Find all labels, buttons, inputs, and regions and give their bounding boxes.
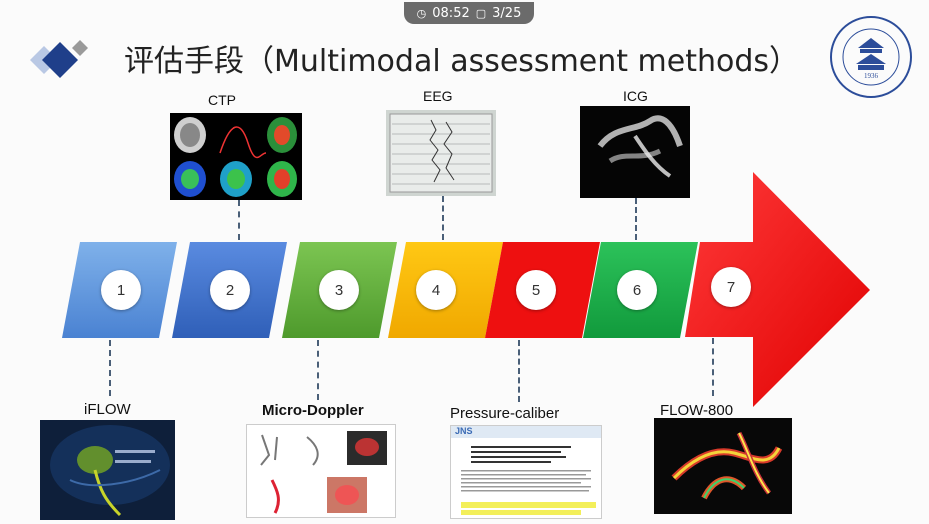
step-7-number: 7	[711, 267, 751, 307]
connector-flow800	[712, 338, 714, 396]
iflow-image	[40, 420, 175, 520]
page-number: 3/25	[492, 5, 522, 21]
seal-year: 1936	[864, 72, 879, 80]
diamond-logo-icon	[30, 40, 88, 78]
micro-doppler-image	[246, 424, 396, 518]
ctp-label: CTP	[208, 92, 236, 108]
icg-image	[580, 106, 690, 198]
micro-doppler-label: Micro-Doppler	[262, 402, 364, 419]
flow800-image	[654, 418, 792, 514]
step-2-number: 2	[210, 270, 250, 310]
pressure-caliber-image: JNS	[450, 425, 602, 519]
slide-indicator: ◷ 08:52 ▢ 3/25	[404, 2, 534, 24]
jns-logo: JNS	[455, 426, 473, 436]
ctp-image	[170, 113, 302, 200]
connector-eeg	[442, 196, 444, 240]
page-icon: ▢	[475, 6, 487, 20]
clock-icon: ◷	[416, 6, 427, 20]
eeg-label: EEG	[423, 88, 453, 104]
step-4-number: 4	[416, 270, 456, 310]
clock-time: 08:52	[432, 5, 470, 21]
hospital-seal-icon: 1936	[830, 16, 912, 98]
connector-iflow	[109, 340, 111, 396]
eeg-image	[386, 110, 496, 196]
step-3-number: 3	[319, 270, 359, 310]
slide-title: 评估手段（Multimodal assessment methods）	[124, 44, 800, 79]
pressure-caliber-label: Pressure-caliber	[450, 405, 560, 422]
step-5-number: 5	[516, 270, 556, 310]
iflow-label: iFLOW	[84, 401, 131, 418]
icg-label: ICG	[623, 88, 648, 104]
step-1-number: 1	[101, 270, 141, 310]
connector-ctp	[238, 200, 240, 240]
flow800-label: FLOW-800	[660, 402, 734, 419]
connector-micro-doppler	[317, 340, 319, 400]
connector-icg	[635, 198, 637, 240]
big-arrow-icon	[685, 172, 870, 407]
connector-pressure	[518, 340, 520, 402]
step-6-number: 6	[617, 270, 657, 310]
